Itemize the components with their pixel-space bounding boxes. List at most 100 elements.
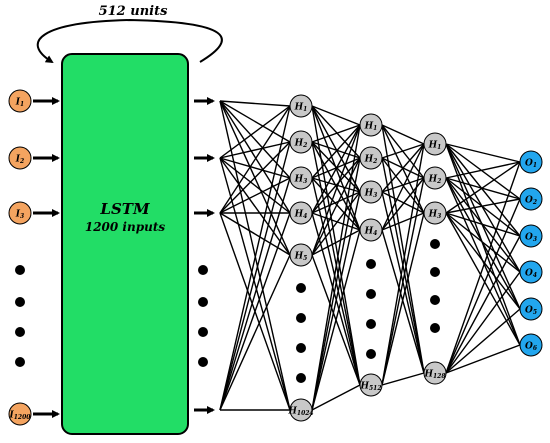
output-node: O1 bbox=[519, 150, 543, 174]
hidden-layer-3-node: H1 bbox=[423, 132, 447, 156]
recurrence-arrow bbox=[36, 18, 223, 64]
edge-h1-h2 bbox=[311, 191, 361, 411]
lstm-block: LSTM 1200 inputs bbox=[61, 53, 189, 435]
hidden-layer-3-node-circle bbox=[423, 361, 447, 385]
output-node: O5 bbox=[519, 297, 543, 321]
lstm-output-ellipsis-dot bbox=[198, 327, 208, 337]
edge-lstm-h1 bbox=[219, 177, 291, 411]
edge-h1-h2 bbox=[311, 124, 361, 143]
hidden-layer-2-node-circle bbox=[359, 113, 383, 137]
hidden-layer-1-node-label: H3 bbox=[294, 175, 308, 186]
hidden-layer-1-node-label: H1 bbox=[294, 103, 308, 114]
hidden-layer-1-node-label: H1024 bbox=[287, 407, 313, 418]
h3-ellipsis-dot bbox=[430, 267, 440, 277]
edge-lstm-h1 bbox=[219, 157, 291, 411]
input-output-arrows bbox=[33, 97, 215, 418]
h2-ellipsis-dot bbox=[366, 319, 376, 329]
h2-ellipsis-dot bbox=[366, 349, 376, 359]
edge-h3-out bbox=[445, 143, 521, 237]
edge-lstm-h1 bbox=[219, 157, 291, 214]
edge-h3-out bbox=[445, 177, 521, 200]
edge-h2-h3 bbox=[381, 143, 425, 386]
edge-h1-h2 bbox=[311, 105, 361, 126]
output-node-label: O1 bbox=[525, 159, 537, 170]
lstm-title: LSTM bbox=[99, 200, 150, 218]
edge-lstm-h1 bbox=[219, 100, 291, 179]
output-node: O4 bbox=[519, 260, 543, 284]
edge-h3-out bbox=[445, 235, 521, 374]
edge-lstm-h1 bbox=[219, 157, 291, 256]
input-node-circle bbox=[8, 402, 32, 426]
output-node-circle bbox=[519, 297, 543, 321]
hidden-layer-1-node-circle bbox=[289, 201, 313, 225]
hidden-layer-1-node-circle bbox=[289, 243, 313, 267]
edge-h1-h2 bbox=[311, 105, 361, 386]
lstm-output-ellipsis-dot bbox=[198, 265, 208, 275]
edge-h1-h2 bbox=[311, 191, 361, 214]
hidden-layer-1-node: H2 bbox=[289, 130, 313, 154]
edge-h3-out bbox=[445, 212, 521, 273]
edge-h2-h3 bbox=[381, 212, 425, 386]
edge-h1-h2 bbox=[311, 177, 361, 231]
edge-lstm-h1 bbox=[219, 141, 291, 411]
edge-lstm-h1 bbox=[219, 212, 291, 256]
hidden-layer-1-node: H3 bbox=[289, 166, 313, 190]
hidden-layer-3-node-label: H3 bbox=[428, 210, 442, 221]
h1-ellipsis-dot bbox=[296, 373, 306, 383]
output-node-label: O5 bbox=[525, 306, 537, 317]
input-node: I3 bbox=[8, 201, 32, 225]
h3-ellipsis-dot bbox=[430, 295, 440, 305]
edge-lstm-h1 bbox=[219, 100, 291, 107]
hidden-layer-2-node-label: H1 bbox=[364, 122, 378, 133]
hidden-layer-2-node: H2 bbox=[359, 146, 383, 170]
hidden-layer-1-node-circle bbox=[289, 398, 313, 422]
edge-h1-h2 bbox=[311, 229, 361, 256]
edge-h3-out bbox=[445, 161, 521, 179]
input-node: I1 bbox=[8, 89, 32, 113]
edge-lstm-h1 bbox=[219, 105, 291, 411]
hidden-layer-2-node-label: H2 bbox=[364, 155, 378, 166]
input-node-circle bbox=[8, 89, 32, 113]
edge-h1-h2 bbox=[311, 124, 361, 411]
edge-h1-h2 bbox=[311, 229, 361, 411]
output-node: O2 bbox=[519, 187, 543, 211]
input-ellipsis-dot bbox=[15, 357, 25, 367]
edge-h1-h2 bbox=[311, 141, 361, 193]
lstm-output-ellipsis-dot bbox=[198, 357, 208, 367]
edge-h1-h2 bbox=[311, 384, 361, 411]
hidden-layer-2-node-circle bbox=[359, 218, 383, 242]
hidden-layer-3-node-label: H128 bbox=[423, 370, 446, 381]
input-node-circle bbox=[8, 146, 32, 170]
h1-ellipsis-dot bbox=[296, 283, 306, 293]
input-ellipsis-dot bbox=[15, 265, 25, 275]
edge-lstm-h1 bbox=[219, 177, 291, 214]
hidden-layer-2-node: H512 bbox=[359, 373, 383, 397]
edge-lstm-h1 bbox=[219, 254, 291, 411]
hidden-layer-1-node-label: H5 bbox=[294, 252, 308, 263]
ellipsis-dots bbox=[15, 239, 440, 383]
hidden-layer-3-node-circle bbox=[423, 201, 447, 225]
output-node: O6 bbox=[519, 333, 543, 357]
input-node-label: I2 bbox=[15, 155, 24, 166]
hidden-layer-3-node-circle bbox=[423, 166, 447, 190]
hidden-layer-1-node-label: H4 bbox=[294, 210, 308, 221]
edge-h3-out bbox=[445, 212, 521, 237]
edge-lstm-h1 bbox=[219, 105, 291, 159]
h2-ellipsis-dot bbox=[366, 289, 376, 299]
edge-h3-out bbox=[445, 143, 521, 200]
output-node-label: O4 bbox=[525, 269, 537, 280]
edge-h3-out bbox=[445, 177, 521, 310]
edge-h3-out bbox=[445, 212, 521, 346]
hidden-layer-2-node-circle bbox=[359, 373, 383, 397]
edge-h2-h3 bbox=[381, 143, 425, 159]
hidden-layer-3-node: H2 bbox=[423, 166, 447, 190]
edge-h3-out bbox=[445, 161, 521, 374]
hidden-layer-2-node: H4 bbox=[359, 218, 383, 242]
h2-ellipsis-dot bbox=[366, 259, 376, 269]
edge-h3-out bbox=[445, 143, 521, 273]
edge-h2-h3 bbox=[381, 143, 425, 231]
input-ellipsis-dot bbox=[15, 327, 25, 337]
edge-h1-h2 bbox=[311, 157, 361, 411]
output-node-circle bbox=[519, 187, 543, 211]
